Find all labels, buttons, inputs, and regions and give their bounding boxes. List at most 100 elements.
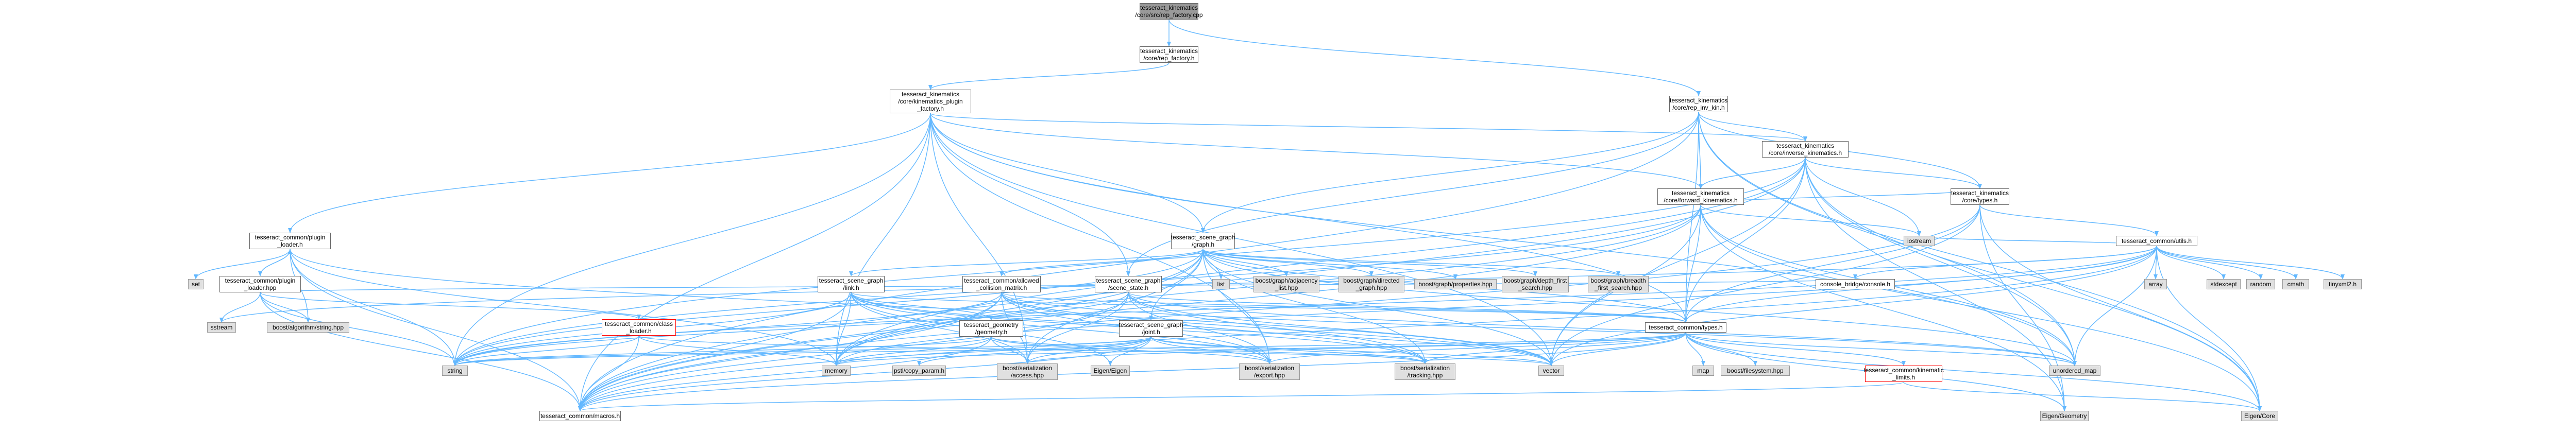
node-allowed-collision-matrix-h[interactable]: tesseract_common/allowed _collision_matr… [962, 276, 1041, 292]
edge-plugin_loader_hpp-to-boost_algorithm_string [260, 292, 310, 323]
edge-link_h-to-vector [851, 292, 1553, 366]
node-scene-graph-graph-h[interactable]: tesseract_scene_graph /graph.h [1171, 233, 1235, 249]
edge-rep_inv_kin_h-to-scene_state_h [1126, 112, 1699, 276]
edge-scene_graph_graph_h-to-boost_tracking [1202, 249, 1427, 364]
node-kinematics-types-h[interactable]: tesseract_kinematics /core/types.h [1951, 188, 2009, 205]
node-vector: vector [1538, 366, 1564, 376]
edge-joint_h-to-boost_access [1025, 336, 1151, 364]
edge-utils_h-to-tinyxml2 [2156, 246, 2345, 280]
edge-inverse_kinematics_h-to-eigen_geometry [1805, 157, 2066, 411]
node-set: set [188, 279, 204, 289]
edge-forward_kinematics_h-to-common_types_h [1684, 204, 1701, 323]
edge-rep_factory_h-to-plugin_factory_h [928, 62, 1170, 90]
edge-joint_h-to-boost_tracking [1150, 336, 1427, 364]
edge-plugin_factory_h-to-inverse_kinematics_h [930, 113, 1807, 142]
edge-allowed_collision_matrix_h-to-macros_h [578, 292, 1002, 411]
edge-plugin_loader_hpp-to-console_bridge [260, 279, 1856, 293]
node-boost-serialization-access: boost/serialization /access.hpp [997, 363, 1058, 380]
node-forward-kinematics-h[interactable]: tesseract_kinematics /core/forward_kinem… [1657, 188, 1744, 205]
edge-plugin_loader_hpp-to-class_loader_h [260, 292, 641, 320]
node-console-bridge-h[interactable]: console_bridge/console.h [1816, 279, 1895, 289]
node-rep-factory-h[interactable]: tesseract_kinematics /core/rep_factory.h [1140, 46, 1198, 63]
edge-scene_graph_graph_h-to-boost_depth_first [1202, 249, 1537, 276]
node-common-utils-h[interactable]: tesseract_common/utils.h [2116, 236, 2197, 246]
edge-scene_state_h-to-unordered_map [1128, 292, 2077, 366]
edge-forward_kinematics_h-to-eigen_core [1700, 204, 2262, 411]
edge-scene_state_h-to-common_types_h [1128, 292, 1688, 323]
node-geometry-h[interactable]: tesseract_geometry /geometry.h [959, 320, 1023, 337]
node-plugin-loader-h[interactable]: tesseract_common/plugin _loader.h [249, 233, 331, 249]
edge-plugin_loader_hpp-to-sstream [219, 292, 261, 323]
edge-joint_h-to-vector [1150, 336, 1553, 366]
edge-inverse_kinematics_h-to-types_h [1805, 157, 1982, 189]
node-cmath: cmath [2282, 279, 2309, 289]
edge-plugin_factory_h-to-unordered_map [930, 113, 2077, 366]
edge-scene_graph_graph_h-to-string [453, 249, 1204, 366]
edge-plugin_loader_hpp-to-plugin_loader_h [260, 249, 292, 276]
node-list: list [1212, 279, 1230, 289]
node-plugin-loader-hpp[interactable]: tesseract_common/plugin _loader.hpp [219, 276, 301, 292]
edge-layer [194, 19, 2345, 411]
node-iostream: iostream [1904, 236, 1935, 246]
node-scene-state-h[interactable]: tesseract_scene_graph /scene_state.h [1095, 276, 1162, 292]
node-common-types-h[interactable]: tesseract_common/types.h [1645, 322, 1726, 333]
edge-inverse_kinematics_h-to-vector [1549, 157, 1806, 366]
edge-scene_graph_graph_h-to-boost_directed_graph [1202, 249, 1374, 276]
edge-utils_h-to-random [2156, 246, 2263, 280]
edge-forward_kinematics_h-to-string [453, 204, 1701, 366]
edge-rep_inv_kin_h-to-eigen_core [1698, 112, 2262, 411]
edge-link_h-to-boost_access [851, 292, 1029, 364]
edge-joint_h-to-string [453, 336, 1151, 366]
node-inverse-kinematics-h[interactable]: tesseract_kinematics /core/inverse_kinem… [1762, 141, 1849, 158]
edge-types_h-to-vector [1549, 204, 1980, 366]
node-rep-factory-cpp[interactable]: tesseract_kinematics /core/src/rep_facto… [1135, 3, 1203, 20]
node-boost-serialization-export: boost/serialization /export.hpp [1239, 363, 1300, 380]
edge-plugin_factory_h-to-macros_h [578, 113, 931, 411]
edge-common_types_h-to-boost_access [1025, 332, 1686, 364]
edge-plugin_loader_h-to-set [194, 249, 291, 280]
edge-utils_h-to-macros_h [578, 246, 2157, 411]
edge-common_types_h-to-map [1685, 332, 1705, 366]
edge-scene_graph_graph_h-to-memory [834, 249, 1204, 366]
node-array: array [2144, 279, 2167, 289]
edge-rep_inv_kin_h-to-unordered_map [1698, 112, 2077, 366]
edge-joint_h-to-macros_h [578, 336, 1151, 411]
edge-common_types_h-to-boost_filesystem [1685, 332, 1757, 366]
edge-scene_graph_graph_h-to-link_h [849, 249, 1204, 276]
node-scene-graph-joint-h[interactable]: tesseract_scene_graph /joint.h [1118, 320, 1183, 337]
node-common-macros-h[interactable]: tesseract_common/macros.h [539, 411, 621, 421]
edge-common_types_h-to-vector [1549, 332, 1686, 366]
node-random: random [2246, 279, 2275, 289]
node-rep-inv-kin-h[interactable]: tesseract_kinematics /core/rep_inv_kin.h [1669, 96, 1728, 112]
edge-scene_graph_graph_h-to-boost_properties [1202, 249, 1458, 280]
node-scene-graph-link-h[interactable]: tesseract_scene_graph /link.h [818, 276, 885, 292]
edge-allowed_collision_matrix_h-to-vector [1001, 292, 1553, 366]
node-eigen-core: Eigen/Core [2241, 411, 2278, 421]
edge-rep_inv_kin_h-to-macros_h [578, 112, 1699, 411]
node-unordered-map: unordered_map [2049, 366, 2100, 376]
edge-scene_graph_graph_h-to-boost_export [1202, 249, 1272, 364]
edge-scene_graph_graph_h-to-boost_access [1025, 249, 1204, 364]
node-kinematics-plugin-factory-h[interactable]: tesseract_kinematics /core/kinematics_pl… [890, 90, 971, 113]
edge-root-to-rep_inv_kin_h [1168, 19, 1701, 96]
edge-allowed_collision_matrix_h-to-unordered_map [1001, 292, 2077, 366]
node-kinematic-limits-h[interactable]: tesseract_common/kinematic _limits.h [1863, 366, 1944, 382]
edge-utils_h-to-console_bridge [1853, 246, 2157, 280]
edge-common_types_h-to-kinematic_limits_h [1685, 332, 1906, 366]
edge-common_types_h-to-boost_tracking [1423, 332, 1686, 364]
node-eigen-geometry: Eigen/Geometry [2040, 411, 2089, 421]
node-class-loader-h[interactable]: tesseract_common/class _loader.h [602, 319, 676, 336]
edge-plugin_loader_h-to-string [290, 249, 457, 366]
edge-link_h-to-memory [834, 292, 852, 366]
edge-rep_inv_kin_h-to-inverse_kinematics_h [1698, 112, 1807, 142]
edge-scene_graph_graph_h-to-unordered_map [1202, 249, 2077, 366]
node-pstl-copy-param: pstl/copy_param.h [892, 366, 946, 376]
node-boost-depth-first-search: boost/graph/depth_first _search.hpp [1502, 276, 1569, 292]
edge-class_loader_h-to-vector [638, 335, 1553, 366]
edge-utils_h-to-stdexcept [2156, 246, 2226, 280]
node-sstream: sstream [207, 322, 236, 333]
edge-link_h-to-geometry_h [851, 292, 993, 321]
edge-plugin_factory_h-to-forward_kinematics_h [930, 113, 1703, 189]
edge-common_types_h-to-boost_export [1267, 332, 1686, 364]
node-boost-properties: boost/graph/properties.hpp [1414, 279, 1497, 289]
